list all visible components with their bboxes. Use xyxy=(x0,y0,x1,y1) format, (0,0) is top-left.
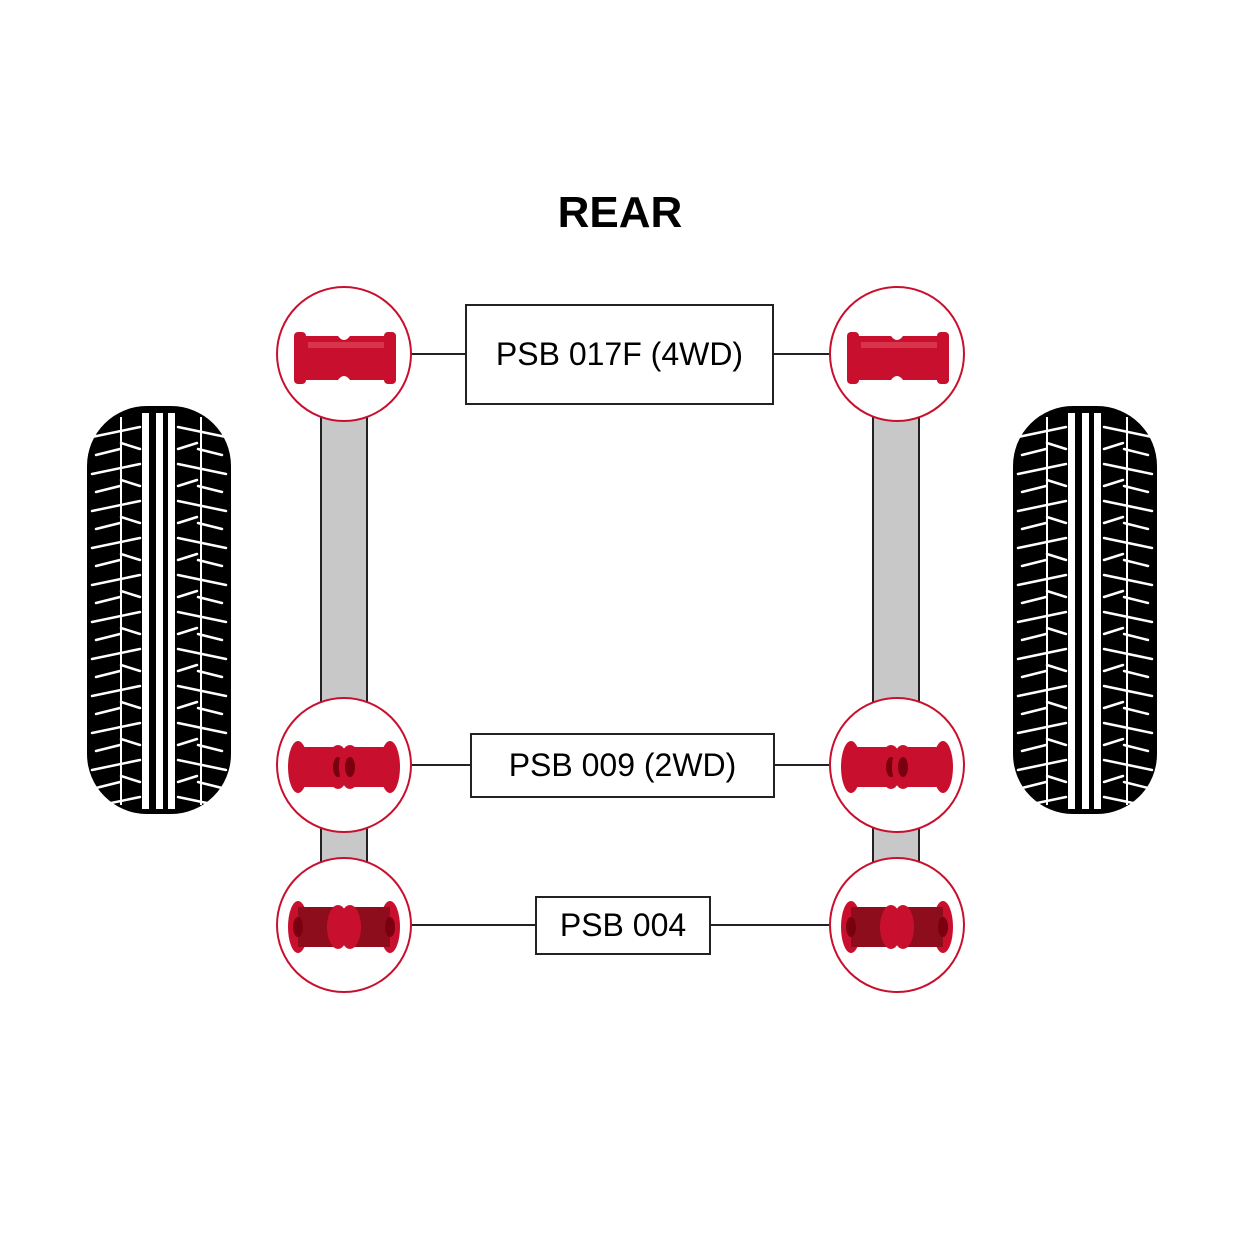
bushing-icon xyxy=(294,332,396,384)
connector-line-row1-left xyxy=(410,353,466,355)
connector-line-row2-right xyxy=(774,764,830,766)
bushing-end xyxy=(339,905,361,949)
tire-tread xyxy=(1016,758,1068,790)
bushing-icon xyxy=(288,901,400,953)
bushing-hole xyxy=(385,917,395,937)
tire-groove xyxy=(1094,413,1101,809)
tire-tread xyxy=(176,795,228,815)
tire-tread xyxy=(90,462,142,494)
tire-tread xyxy=(1102,425,1154,457)
tire-tread xyxy=(1016,425,1068,457)
tire-tread xyxy=(176,684,228,716)
tire-tread xyxy=(176,425,228,457)
tire-tread xyxy=(90,721,142,753)
tire-tread xyxy=(1102,610,1154,642)
tire-tread xyxy=(1016,684,1068,716)
tire-tread xyxy=(90,536,142,568)
tire-tread xyxy=(1102,536,1154,568)
connector-line-row2-left xyxy=(410,764,472,766)
tire-tread xyxy=(90,795,142,815)
tire-tread xyxy=(1102,462,1154,494)
tire-tread xyxy=(90,425,142,457)
connector-line-row3-left xyxy=(410,924,536,926)
bushing-hole xyxy=(898,757,908,777)
tire-groove xyxy=(142,413,149,809)
connector-line-row1-right xyxy=(772,353,830,355)
tire-tread xyxy=(1102,573,1154,605)
tire-tread xyxy=(90,573,142,605)
bushing-end xyxy=(892,905,914,949)
left-tire-icon xyxy=(87,406,231,815)
tire-tread xyxy=(176,647,228,679)
tire-tread xyxy=(1102,647,1154,679)
tire-groove xyxy=(1082,413,1089,809)
tire-tread xyxy=(1016,721,1068,753)
connector-line-row3-right xyxy=(710,924,830,926)
tire-tread xyxy=(1102,758,1154,790)
tire-rib xyxy=(120,417,122,805)
bushing-circle-mid-left[interactable] xyxy=(276,697,412,833)
tire-groove xyxy=(168,413,175,809)
bushing-circle-bottom-right[interactable] xyxy=(829,857,965,993)
bushing-highlight xyxy=(308,342,384,348)
tire-tread xyxy=(90,610,142,642)
bushing-circle-mid-right[interactable] xyxy=(829,697,965,833)
tire-tread xyxy=(176,462,228,494)
bushing-flange xyxy=(937,332,949,384)
part-label-psb-017f[interactable]: PSB 017F (4WD) xyxy=(465,304,774,405)
tire-tread xyxy=(176,758,228,790)
bushing-highlight xyxy=(861,342,937,348)
tire-tread xyxy=(176,610,228,642)
tire-tread xyxy=(90,758,142,790)
bushing-circle-top-right[interactable] xyxy=(829,286,965,422)
tire-tread xyxy=(1016,610,1068,642)
tire-tread xyxy=(1102,684,1154,716)
diagram-title: REAR xyxy=(557,188,683,237)
right-tire-icon xyxy=(1013,406,1157,815)
tire-tread xyxy=(176,721,228,753)
bushing-icon xyxy=(841,741,953,793)
tire-tread xyxy=(1016,462,1068,494)
bushing-flange xyxy=(384,332,396,384)
tire-tread xyxy=(90,499,142,531)
tire-rib xyxy=(1046,417,1048,805)
tire-tread xyxy=(1102,795,1154,815)
bushing-hole xyxy=(293,917,303,937)
tire-tread xyxy=(1102,721,1154,753)
tire-tread xyxy=(176,536,228,568)
tire-tread xyxy=(176,573,228,605)
bushing-circle-bottom-left[interactable] xyxy=(276,857,412,993)
bushing-icon xyxy=(841,901,953,953)
tire-rib xyxy=(1126,417,1128,805)
bushing-icon xyxy=(288,741,400,793)
bushing-hole xyxy=(846,917,856,937)
bushing-hole xyxy=(938,917,948,937)
tire-tread xyxy=(176,499,228,531)
tire-rib xyxy=(200,417,202,805)
tire-tread xyxy=(90,684,142,716)
part-label-psb-004[interactable]: PSB 004 xyxy=(535,896,711,955)
tire-tread xyxy=(1016,573,1068,605)
tire-tread xyxy=(1016,647,1068,679)
bushing-icon xyxy=(847,332,949,384)
part-label-psb-009[interactable]: PSB 009 (2WD) xyxy=(470,733,775,798)
tire-tread xyxy=(1102,499,1154,531)
bushing-hole xyxy=(345,757,355,777)
tire-groove xyxy=(156,413,163,809)
bushing-circle-top-left[interactable] xyxy=(276,286,412,422)
tire-groove xyxy=(1068,413,1075,809)
tire-tread xyxy=(1016,499,1068,531)
tire-tread xyxy=(1016,536,1068,568)
tire-tread xyxy=(1016,795,1068,815)
tire-tread xyxy=(90,647,142,679)
